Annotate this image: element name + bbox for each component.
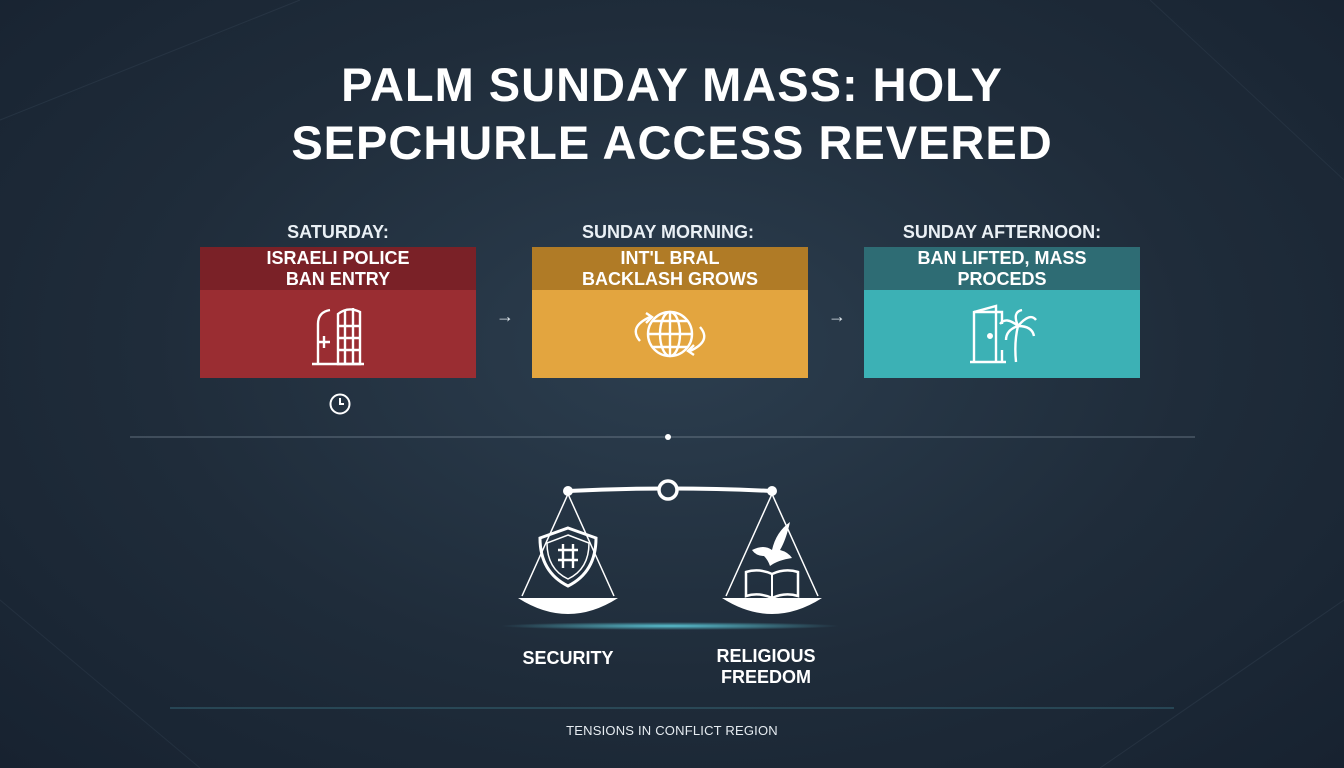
book-icon (744, 569, 800, 600)
stage-band: ISRAELI POLICE BAN ENTRY (200, 247, 476, 290)
dove-icon (752, 522, 792, 566)
stage-card-saturday: ISRAELI POLICE BAN ENTRY (200, 247, 476, 378)
gate-icon (312, 308, 364, 366)
stage-band: BAN LIFTED, MASS PROCEDS (864, 247, 1140, 290)
shield-icon (538, 526, 598, 588)
stage-label-sunday-afternoon: SUNDAY AFTERNOON: (902, 222, 1102, 242)
stage-body (200, 290, 476, 378)
page-title: PALM SUNDAY MASS: HOLY SEPCHURLE ACCESS … (291, 58, 1053, 169)
scale-icon (500, 479, 840, 630)
stage-label-saturday: SATURDAY: (287, 222, 389, 242)
timeline-arrow: → (496, 306, 514, 326)
stage-card-sunday-morning: INT'L BRAL BACKLASH GROWS (532, 247, 808, 378)
timeline-arrow: → (828, 306, 846, 326)
stage-body (864, 290, 1140, 378)
stage-body (532, 290, 808, 378)
label-religious-freedom: RELIGIOUS FREEDOM (716, 646, 816, 687)
stage-label-sunday-morning: SUNDAY MORNING: (581, 222, 755, 242)
clock-icon (329, 393, 351, 415)
globe-icon (634, 310, 706, 358)
door-palm-icon (970, 304, 1037, 364)
label-security: SECURITY (522, 648, 614, 668)
stage-band: INT'L BRAL BACKLASH GROWS (532, 247, 808, 290)
stage-card-sunday-afternoon: BAN LIFTED, MASS PROCEDS (864, 247, 1140, 378)
footer-caption: TENSIONS IN CONFLICT REGION (566, 723, 778, 738)
